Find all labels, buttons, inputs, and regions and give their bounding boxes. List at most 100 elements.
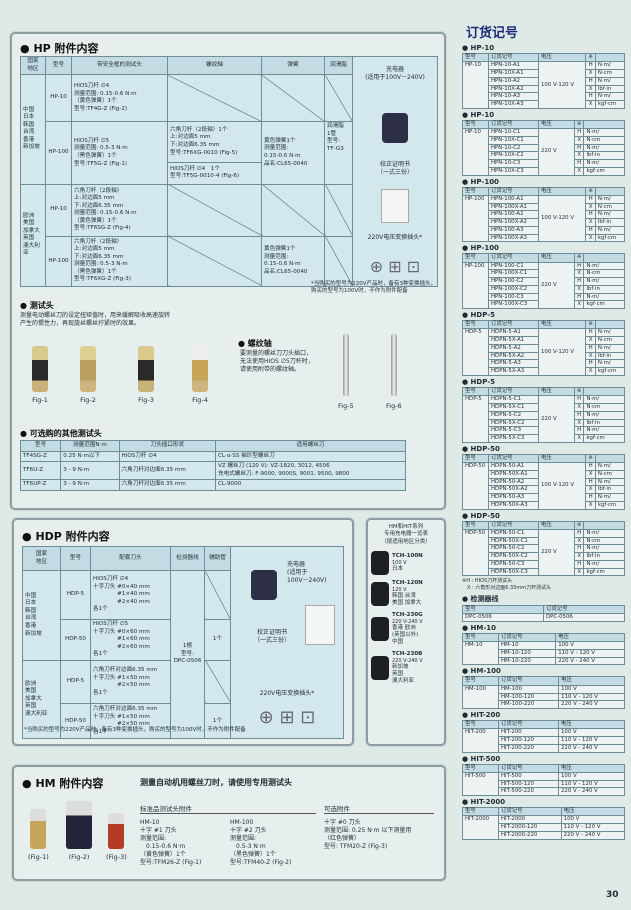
voltage-cell: 100 V bbox=[560, 815, 626, 825]
hm-fig-3: (Fig-3) bbox=[106, 813, 127, 861]
head-type: H bbox=[585, 344, 596, 353]
test-head-cell: 六角刀杆（2段轴） 上:对边面5 mm 下:对边面6.35 mm 测量范围: 0… bbox=[71, 183, 168, 237]
unit: lbf·in bbox=[583, 151, 625, 161]
column-header bbox=[594, 186, 626, 196]
grease-cell: 润滑脂 1管 型号: TF-G3 bbox=[324, 121, 353, 185]
plug-label: 220V电压变换插头* bbox=[259, 689, 315, 697]
column-header: 电压 bbox=[555, 632, 625, 643]
order-code: HDPN-5-A2 bbox=[488, 344, 539, 353]
order-group-name: HM-10 bbox=[470, 623, 497, 632]
head-type: X bbox=[573, 284, 585, 294]
unit: N·m/ bbox=[594, 76, 626, 86]
column-header: 订货记号 bbox=[488, 320, 539, 330]
column-header: 电压 bbox=[537, 52, 587, 63]
tube-cell: 1个 bbox=[204, 619, 231, 661]
order-code: HDPN-50-C2 bbox=[488, 544, 539, 554]
voltage-cell: 100 V-120 V bbox=[537, 462, 587, 510]
column-header: 型号 bbox=[462, 52, 489, 63]
order-code: HM-10-120 bbox=[497, 648, 557, 658]
column-header: 型号 bbox=[462, 320, 489, 330]
column-header: 电压 bbox=[537, 186, 587, 196]
column-header: 适用螺丝刀 bbox=[215, 440, 406, 452]
unit: N·m/ bbox=[583, 292, 625, 302]
unit: lbf·in bbox=[583, 418, 625, 428]
unit: N·m/ bbox=[583, 128, 625, 137]
spring-cell: 黄色弹簧1个 测量范围: 0.15-0.6 N·m 品名:CL65-0040 bbox=[261, 121, 325, 185]
column-header bbox=[583, 119, 625, 130]
column-header: 订货记号 bbox=[488, 186, 539, 196]
column-header: 电压 bbox=[538, 520, 575, 530]
order-code: HPN-100X-C3 bbox=[488, 300, 539, 310]
shaft-cell: HIOS刀杆 ∅4 1个 型号:TF5G-0010-4 (Fig-6) bbox=[167, 161, 262, 185]
column-header: ※ bbox=[573, 119, 585, 130]
bullet-icon: ● bbox=[462, 444, 471, 453]
bullet-icon: ● bbox=[462, 44, 471, 52]
charger-image bbox=[251, 569, 277, 600]
unit: N·m/ bbox=[594, 462, 626, 471]
fig-6: Fig-6 bbox=[386, 334, 402, 410]
charger-model: TCH-230B bbox=[392, 650, 423, 657]
order-code: HPN-10X-C1 bbox=[488, 135, 539, 145]
unit: kgf·cm bbox=[594, 367, 626, 376]
model-cell: HP-10 bbox=[45, 183, 72, 237]
head-type: H bbox=[573, 128, 585, 137]
order-group-heading: ● HM-100 bbox=[462, 667, 625, 675]
order-code: HIT-200 bbox=[498, 728, 559, 738]
column-header: ※ bbox=[585, 52, 596, 63]
empty-cell bbox=[204, 569, 231, 621]
col-model: 型号 bbox=[60, 546, 91, 571]
unit: kgf·cm bbox=[583, 434, 625, 443]
column-header: 型号 bbox=[462, 119, 489, 130]
charger-model: TCH-100N bbox=[392, 553, 423, 560]
order-group-heading: ● HDP-50 bbox=[462, 512, 625, 520]
col-cable: 检测器线 bbox=[170, 546, 205, 571]
charger-adapter-image bbox=[371, 617, 389, 642]
order-code: HPN-10X-C3 bbox=[488, 166, 539, 176]
bullet-icon: ● bbox=[462, 244, 471, 253]
unit: N·cm bbox=[594, 202, 626, 212]
order-code: HPN-10-A2 bbox=[488, 76, 539, 86]
column-header: 电压 bbox=[537, 320, 587, 330]
order-code: HPN-10-C1 bbox=[488, 128, 539, 137]
unit: N·m/ bbox=[583, 410, 625, 420]
order-code: HDPN-5X-C2 bbox=[488, 418, 539, 428]
order-group-heading: ● HIT-2000 bbox=[462, 798, 625, 806]
head-type: H bbox=[585, 462, 596, 471]
order-code: HIT-200-220 bbox=[498, 743, 559, 753]
order-group-name: HIT-500 bbox=[470, 754, 501, 763]
order-code: HDPN-50-C3 bbox=[488, 559, 539, 569]
bullet-icon: ● bbox=[462, 511, 471, 520]
unit: N·m/ bbox=[594, 477, 626, 487]
col-tube: 辅助管 bbox=[204, 546, 231, 571]
head-type: X bbox=[573, 403, 585, 412]
hm-title: HM 附件内容 bbox=[35, 777, 104, 790]
head-type: H bbox=[585, 225, 596, 235]
hp-title: HP 附件内容 bbox=[33, 42, 99, 55]
bullet-icon: ● bbox=[462, 754, 471, 763]
unit: lbf·in bbox=[594, 351, 626, 361]
voltage-cell: 220 V bbox=[538, 261, 575, 310]
fig-label: (Fig-1) bbox=[28, 853, 49, 861]
charger-adapter-image bbox=[371, 581, 389, 606]
order-group-heading: ● HP-100 bbox=[462, 178, 625, 186]
order-code: HM-100-120 bbox=[497, 692, 560, 702]
order-code: HPN-100X-C1 bbox=[488, 269, 539, 279]
order-code: HPN-10-C3 bbox=[488, 159, 539, 168]
order-code: HDPN-5-A1 bbox=[488, 328, 539, 338]
region-asia: 中国 日本 韩国 台湾 香港 新加坡 bbox=[20, 74, 46, 185]
order-group-name: HP-100 bbox=[470, 177, 499, 186]
table-cell: VZ 螺丝刀 (120 V): VZ-1820, 3012, 4506 充电式螺… bbox=[215, 461, 406, 481]
table-cell: TF4SG-Z bbox=[19, 450, 62, 463]
column-header: 型号 bbox=[462, 386, 489, 397]
table-cell: DPC-0506 bbox=[543, 613, 625, 622]
order-group-name: 检测器线 bbox=[470, 594, 499, 603]
